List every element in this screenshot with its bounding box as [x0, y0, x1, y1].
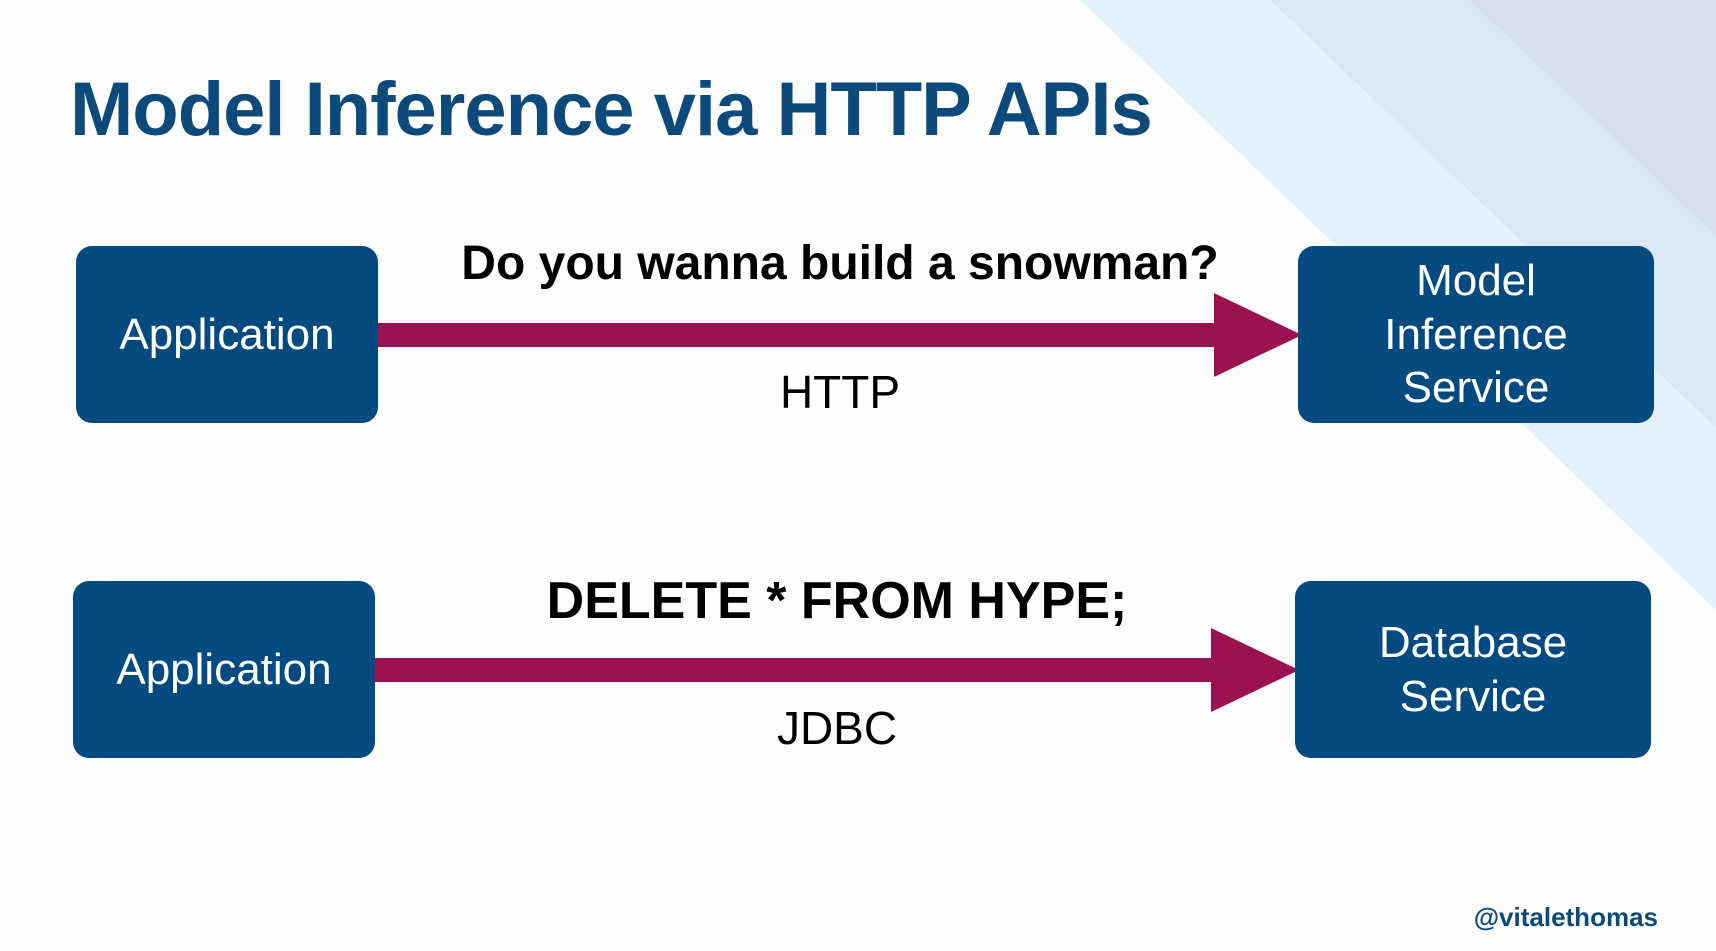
arrow-jdbc [375, 628, 1299, 712]
arrow-http [378, 293, 1302, 377]
slide-title: Model Inference via HTTP APIs [70, 67, 1153, 152]
protocol-label-jdbc: JDBC [776, 702, 898, 754]
source-box-application-1: Application [76, 246, 378, 423]
author-handle: @vitalethomas [1473, 902, 1658, 932]
source-box-label: Application [116, 644, 332, 694]
source-box-application-2: Application [73, 581, 375, 758]
target-box-label: Model Inference Service [1384, 255, 1568, 413]
protocol-label-http: HTTP [779, 366, 901, 418]
source-box-label: Application [119, 309, 335, 359]
message-label-http: Do you wanna build a snowman? [461, 237, 1219, 290]
target-box-model-inference-service: Model Inference Service [1298, 246, 1654, 423]
message-label-jdbc: DELETE * FROM HYPE; [546, 572, 1128, 630]
target-box-database-service: Database Service [1295, 581, 1651, 758]
target-box-label: Database Service [1378, 617, 1568, 721]
